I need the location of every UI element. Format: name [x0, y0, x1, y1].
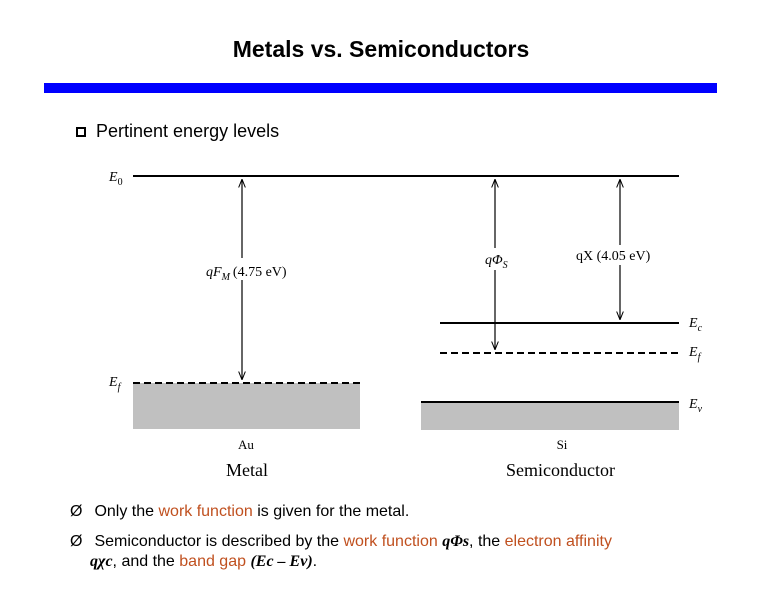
term-electron-affinity: electron affinity	[504, 533, 612, 550]
term-band-gap: band gap	[179, 553, 246, 570]
bullet-pertinent-levels: Pertinent energy levels	[76, 121, 279, 142]
semiconductor-caption: Semiconductor	[506, 460, 615, 480]
symbol-band-gap: (Ec – Ev)	[250, 553, 313, 570]
semiconductor-name-si: Si	[557, 437, 568, 452]
ev-label: Ev	[688, 397, 703, 415]
metal-work-function-label: qFM(4.75 eV)	[206, 265, 287, 283]
term-work-function: work function	[343, 533, 438, 550]
ef-semiconductor-label: Ef	[688, 345, 702, 363]
arrow-bullet-icon: Ø	[70, 533, 83, 550]
term-work-function: work function	[158, 503, 253, 520]
symbol-qphis: qΦs	[442, 533, 470, 550]
metal-name-au: Au	[238, 437, 254, 452]
semiconductor-work-function-label: qΦS	[485, 253, 508, 271]
ec-label: Ec	[688, 316, 703, 334]
metal-caption: Metal	[226, 460, 268, 480]
square-bullet-icon	[76, 126, 86, 137]
note-metal-work-function: Ø Only the work function is given for th…	[70, 503, 410, 520]
metal-filled-band	[133, 383, 360, 429]
note-semiconductor-params: Ø Semiconductor is described by the work…	[70, 533, 612, 570]
bullet-text: Pertinent energy levels	[96, 121, 280, 141]
arrow-bullet-icon: Ø	[70, 503, 83, 520]
title-underline	[44, 83, 717, 93]
electron-affinity-label: qX (4.05 eV)	[576, 249, 651, 264]
semiconductor-valence-band	[421, 402, 679, 430]
slide-title: Metals vs. Semiconductors	[232, 36, 530, 62]
symbol-qchic: qχc	[90, 553, 113, 570]
e0-label: E0	[108, 170, 123, 188]
ef-metal-label: Ef	[108, 375, 122, 393]
